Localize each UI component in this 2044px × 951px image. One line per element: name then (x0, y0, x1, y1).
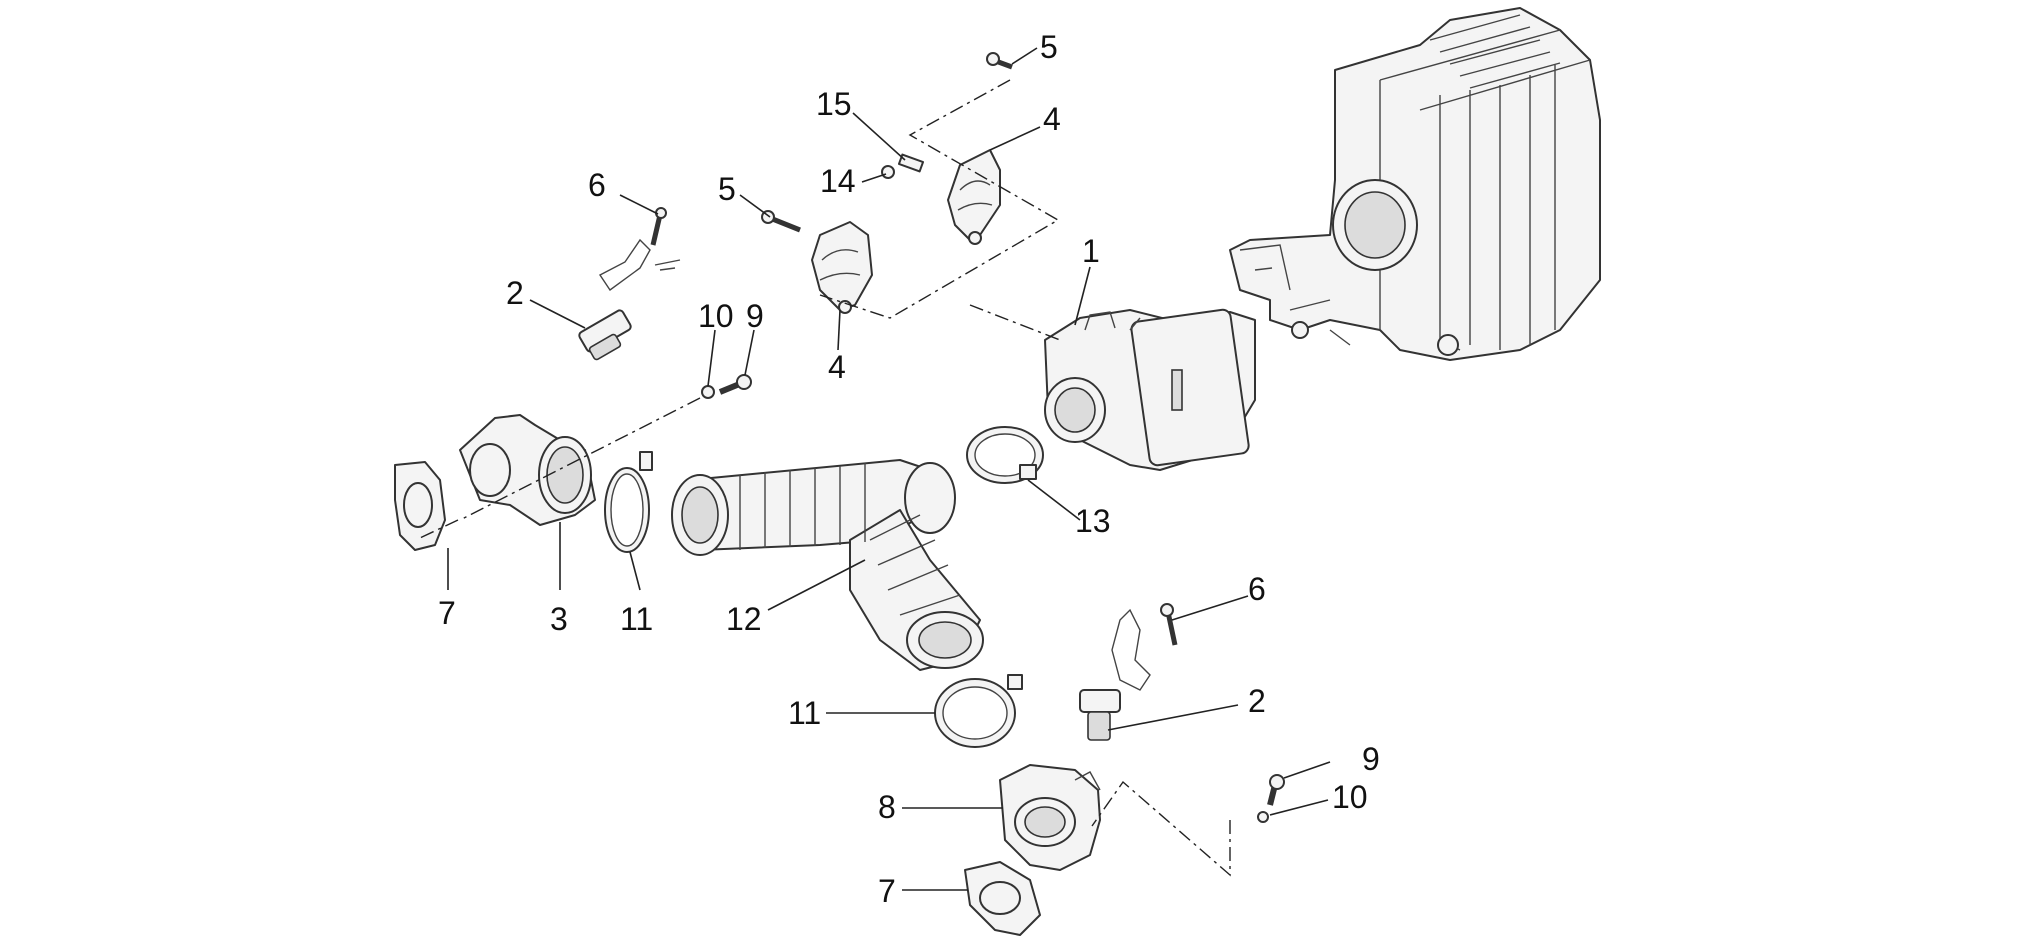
callout-labels: 5 15 4 14 5 6 1 2 10 9 4 13 7 3 11 12 6 … (438, 29, 1380, 909)
callout-8: 8 (878, 789, 896, 825)
clamp-11-lower (934, 674, 1023, 748)
leader-lines (447, 47, 1331, 891)
intake-manifold-8 (999, 764, 1101, 871)
gasket-7-left (394, 461, 446, 551)
callout-6: 6 (588, 167, 606, 203)
y-hose-12 (671, 459, 984, 671)
callout-2: 2 (506, 275, 524, 311)
callout-5: 5 (718, 171, 736, 207)
screw-5-top (986, 52, 1013, 70)
callout-5: 5 (1040, 29, 1058, 65)
oring-10-upper (701, 385, 715, 399)
callout-12: 12 (726, 601, 762, 637)
screw-6-lower (1111, 603, 1178, 691)
callout-1: 1 (1082, 233, 1100, 269)
callout-3: 3 (550, 601, 568, 637)
intake-cover-lower-part (811, 221, 873, 314)
intake-cover-upper-part (947, 149, 1001, 245)
callout-7: 7 (438, 595, 456, 631)
callout-4: 4 (1043, 101, 1061, 137)
callout-10: 10 (698, 298, 734, 334)
clamp-13 (966, 426, 1044, 484)
airbox-part (1229, 7, 1601, 361)
bolt-9-upper (718, 374, 752, 395)
assembly-lines (419, 79, 1231, 877)
screw-5-mid (761, 210, 801, 233)
callout-11: 11 (788, 695, 821, 731)
screw-6-upper (598, 207, 681, 291)
intake-manifold-3 (459, 414, 596, 526)
callout-10: 10 (1332, 779, 1368, 815)
callout-6: 6 (1248, 571, 1266, 607)
throttle-body-part (1044, 308, 1256, 471)
callout-2: 2 (1248, 683, 1266, 719)
fitting-15 (897, 153, 925, 173)
callout-4: 4 (828, 349, 846, 385)
callout-14: 14 (820, 163, 856, 199)
callout-9: 9 (746, 298, 764, 334)
gasket-7-lower (964, 861, 1041, 936)
oring-10-lower (1257, 811, 1269, 823)
plug-14 (881, 165, 895, 179)
injector-2-upper (578, 309, 632, 361)
callout-9: 9 (1362, 741, 1380, 777)
clamp-11-left (604, 451, 653, 553)
injector-2-lower (1079, 689, 1121, 741)
bolt-9-lower (1267, 774, 1285, 806)
callout-7: 7 (878, 873, 896, 909)
callout-13: 13 (1075, 503, 1111, 539)
callout-15: 15 (816, 86, 852, 122)
callout-11: 11 (620, 601, 653, 637)
